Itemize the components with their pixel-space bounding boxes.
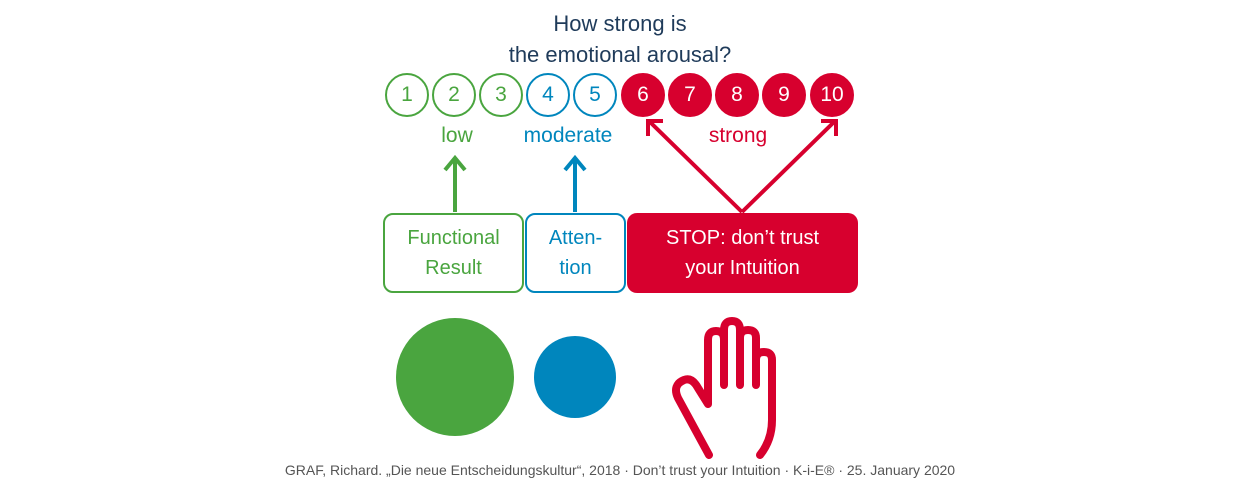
scale-circle-7: 7	[668, 73, 712, 117]
diagram-title: How strong is the emotional arousal?	[420, 8, 820, 70]
functional-line-1: Functional	[407, 227, 500, 249]
level-label-low: low	[441, 124, 473, 147]
stop-line-1: STOP: don’t trust	[665, 227, 820, 249]
scale-circle-2: 2	[432, 73, 476, 117]
title-line-1: How strong is	[553, 11, 687, 36]
arrow-red-to-6	[646, 119, 744, 214]
attention-line-2: tion	[559, 257, 592, 279]
arrow-up-blue	[563, 154, 587, 212]
functional-result-box: Functional Result	[383, 213, 524, 293]
scale-circle-9: 9	[762, 73, 806, 117]
scale-circle-10: 10	[810, 73, 854, 117]
level-label-moderate: moderate	[523, 124, 613, 147]
stop-hand-icon	[672, 317, 776, 459]
green-circle-icon	[396, 318, 514, 436]
arrow-up-green	[443, 154, 467, 212]
scale-circle-3: 3	[479, 73, 523, 117]
title-line-2: the emotional arousal?	[508, 42, 732, 67]
attention-box: Atten- tion	[525, 213, 626, 293]
blue-circle-icon	[534, 336, 616, 418]
attention-line-1: Atten-	[548, 227, 603, 249]
scale-circle-8: 8	[715, 73, 759, 117]
stop-line-2: your Intuition	[685, 257, 800, 279]
level-label-strong: strong	[708, 124, 768, 147]
arrow-red-to-10	[740, 119, 838, 214]
footer-citation: GRAF, Richard. „Die neue Entscheidungsku…	[284, 462, 956, 478]
scale-circle-1: 1	[385, 73, 429, 117]
scale-circle-5: 5	[573, 73, 617, 117]
scale-circle-4: 4	[526, 73, 570, 117]
functional-line-2: Result	[425, 257, 482, 279]
scale-circle-6: 6	[621, 73, 665, 117]
stop-box: STOP: don’t trust your Intuition	[627, 213, 858, 293]
